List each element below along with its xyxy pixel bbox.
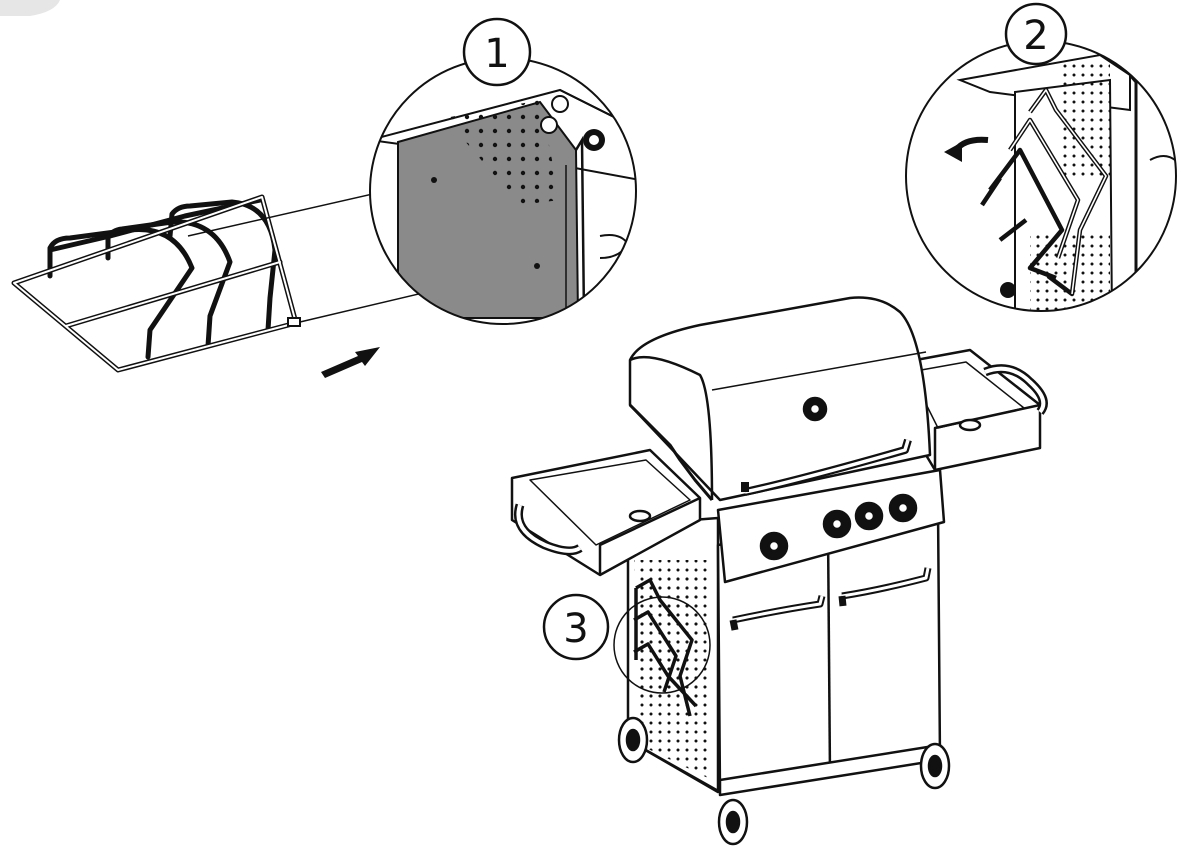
detail-view-3 [633, 574, 706, 717]
curved-arrow-icon [944, 136, 989, 162]
step-1-badge: 1 [462, 17, 532, 87]
wire-rack [11, 194, 299, 373]
grill-lid [628, 296, 932, 502]
rack-hook [287, 317, 301, 327]
detail-view-1 [370, 58, 636, 324]
corner-tab [0, 0, 60, 16]
step-2-badge: 2 [1004, 2, 1068, 66]
control-panel [716, 468, 946, 584]
arrow-icon [321, 347, 380, 378]
step-2-label: 2 [1023, 13, 1048, 59]
step-3-badge: 3 [542, 593, 610, 661]
detail-view-2 [906, 41, 1176, 311]
detail-circle-3 [613, 596, 711, 694]
right-side-table [903, 348, 1048, 472]
left-side-table [510, 448, 702, 577]
step-3-label: 3 [563, 606, 588, 652]
wheels [617, 716, 951, 846]
grill [510, 296, 1048, 846]
step-1-label: 1 [484, 31, 509, 77]
